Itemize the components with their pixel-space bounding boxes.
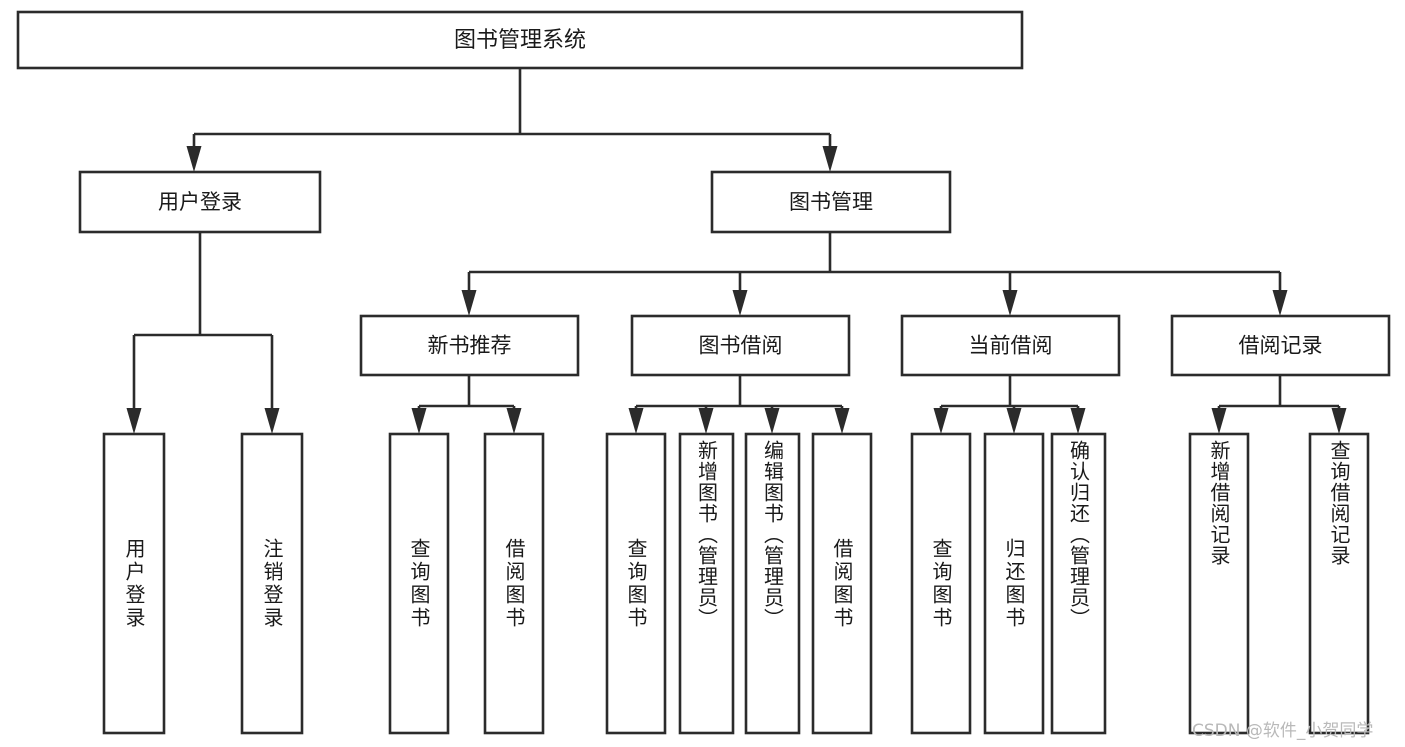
node-box-leaf-user-login[interactable] — [102, 432, 166, 735]
arrow-book-manage-child — [732, 290, 748, 316]
csdn-watermark: CSDN @软件_小贺同学 — [1192, 721, 1374, 741]
node-label-root: 图书管理系统 — [454, 28, 586, 53]
node-box-book-manage[interactable] — [710, 170, 952, 234]
arrow-user-login-child — [126, 408, 142, 434]
node-label-borrow-record: 借阅记录 — [1239, 334, 1323, 358]
arrow-current-borrow-child — [1070, 408, 1086, 434]
node-label-book-borrow: 图书借阅 — [699, 334, 783, 358]
arrow-borrow-record-child — [1331, 408, 1347, 434]
arrow-root-child — [186, 146, 202, 172]
node-box-new-book-rec[interactable] — [359, 314, 580, 377]
arrow-current-borrow-child — [1006, 408, 1022, 434]
node-label-current-borrow: 当前借阅 — [969, 334, 1053, 358]
node-label-book-manage: 图书管理 — [789, 190, 873, 214]
node-box-leaf-query-book-3[interactable] — [910, 432, 972, 735]
node-box-layer — [16, 10, 1391, 735]
node-box-leaf-user-logout[interactable] — [240, 432, 304, 735]
arrow-book-borrow-child — [628, 408, 644, 434]
arrow-book-borrow-child — [698, 408, 714, 434]
node-box-leaf-query-book-2[interactable] — [605, 432, 667, 735]
arrow-current-borrow-child — [933, 408, 949, 434]
node-box-current-borrow[interactable] — [900, 314, 1121, 377]
node-box-root[interactable] — [16, 10, 1024, 70]
arrow-new-book-rec-child — [411, 408, 427, 434]
node-box-leaf-return-book[interactable] — [983, 432, 1045, 735]
connector-layer — [126, 68, 1347, 434]
node-label-new-book-rec: 新书推荐 — [428, 334, 512, 358]
node-label-user-login: 用户登录 — [158, 190, 242, 214]
arrow-book-borrow-child — [834, 408, 850, 434]
node-box-leaf-confirm-return[interactable] — [1050, 432, 1107, 735]
node-box-borrow-record[interactable] — [1170, 314, 1391, 377]
node-box-leaf-add-record[interactable] — [1188, 432, 1250, 735]
node-box-leaf-query-record[interactable] — [1308, 432, 1370, 735]
node-box-book-borrow[interactable] — [630, 314, 851, 377]
arrow-borrow-record-child — [1211, 408, 1227, 434]
node-box-leaf-borrow-book-2[interactable] — [811, 432, 873, 735]
node-box-leaf-query-book-1[interactable] — [388, 432, 450, 735]
node-box-leaf-borrow-book-1[interactable] — [483, 432, 545, 735]
arrow-user-login-child — [264, 408, 280, 434]
arrow-root-child — [822, 146, 838, 172]
node-box-user-login[interactable] — [78, 170, 322, 234]
node-box-leaf-edit-book[interactable] — [744, 432, 801, 735]
node-box-leaf-add-book[interactable] — [678, 432, 735, 735]
arrow-book-borrow-child — [764, 408, 780, 434]
arrow-book-manage-child — [461, 290, 477, 316]
arrow-new-book-rec-child — [506, 408, 522, 434]
arrow-book-manage-child — [1272, 290, 1288, 316]
arrow-book-manage-child — [1002, 290, 1018, 316]
